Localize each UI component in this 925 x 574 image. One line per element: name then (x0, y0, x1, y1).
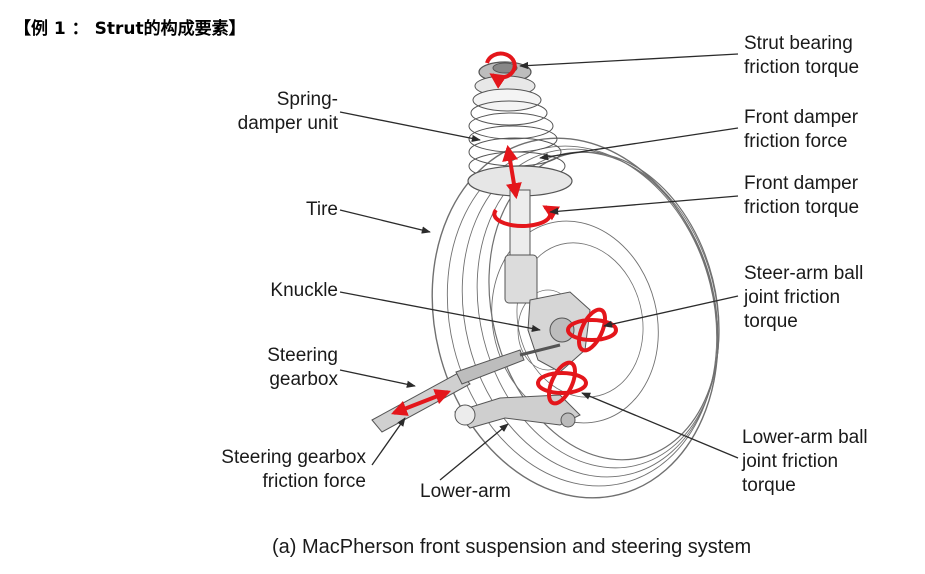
label-knuckle: Knuckle (270, 280, 338, 301)
spring-damper-drawing (467, 61, 573, 304)
leader-lines (339, 53, 739, 481)
knuckle-drawing (527, 291, 591, 373)
circular-torque-arrow-icon (566, 318, 618, 342)
lower-arm-drawing (454, 394, 581, 429)
label-lower-arm: Lower-arm (420, 481, 511, 502)
double-headed-force-arrow-icon (502, 144, 522, 200)
page-heading: 【例 1 ： Strut的构成要素】 (14, 19, 246, 39)
circular-torque-arrow-icon (536, 371, 588, 395)
double-headed-force-arrow-icon (391, 389, 451, 416)
figure-caption: (a) MacPherson front suspension and stee… (272, 536, 752, 558)
circular-torque-arrow-icon (485, 51, 517, 89)
label-tire: Tire (305, 199, 338, 220)
label-spring-damper: Spring-damper unit (237, 89, 338, 134)
